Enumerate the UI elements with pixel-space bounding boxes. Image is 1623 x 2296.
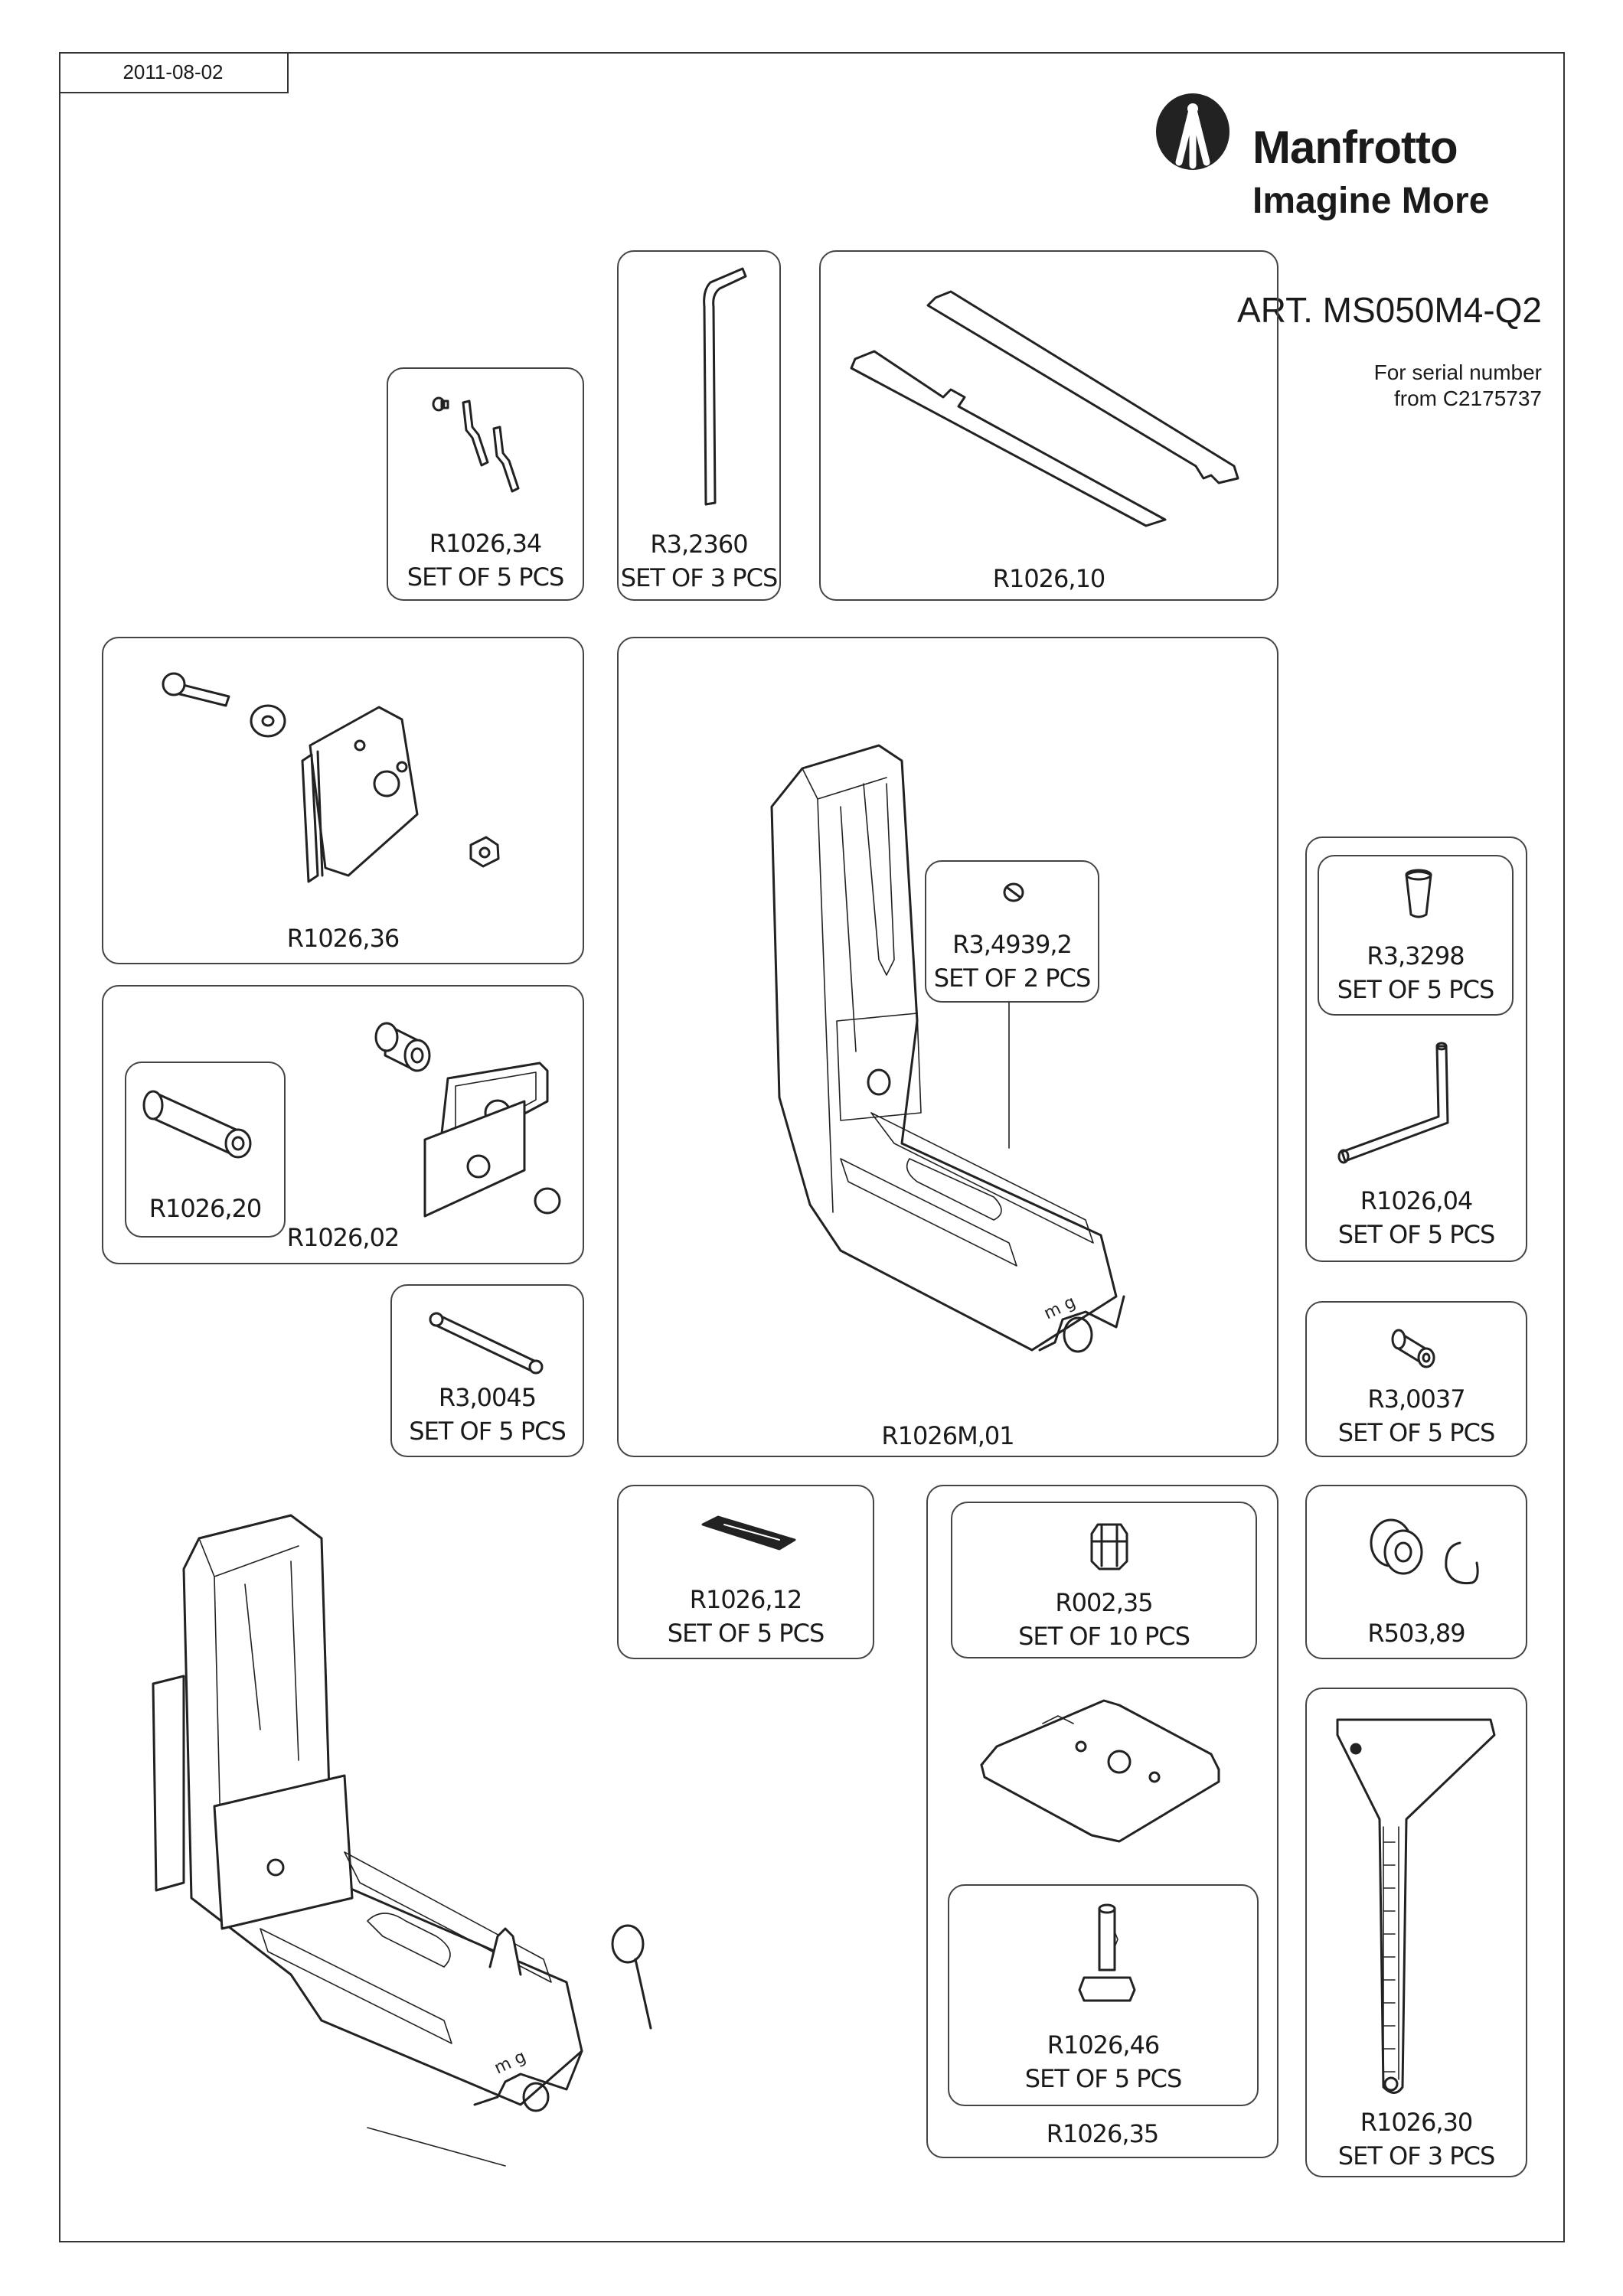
part-panel-r1026-20: R1026,20 — [125, 1062, 286, 1238]
part-panel-r3-4939-2: R3,4939,2 SET OF 2 PCS — [925, 860, 1099, 1003]
part-code: R1026M,01 — [881, 1421, 1014, 1450]
part-code: R1026,35 — [1046, 2119, 1160, 2148]
part-panel-r1026-02: R1026,20 R1026,02 — [102, 985, 584, 1264]
part-panel-r1026-35: R002,35 SET OF 10 PCS R1026,46 SET OF 5 … — [926, 1485, 1278, 2158]
pin-wrench-drawing — [1337, 1042, 1449, 1164]
part-code: R1026,34 — [429, 529, 543, 558]
part-panel-r503-89: R503,89 — [1305, 1485, 1527, 1659]
part-code: R3,4939,2 — [952, 930, 1073, 959]
part-panel-r1026-36: R1026,36 — [102, 637, 584, 964]
rubber-foot-drawing — [1405, 869, 1432, 918]
screw-and-clip-drawing — [432, 396, 520, 493]
part-panel-r3-0045: R3,0045 SET OF 5 PCS — [390, 1284, 584, 1457]
part-code: R3,3298 — [1367, 941, 1465, 970]
leader-line — [1008, 1002, 1010, 1149]
serial-line-2: from C2175737 — [1393, 386, 1542, 410]
part-panel-r3-2360: R3,2360 SET OF 3 PCS — [617, 250, 781, 601]
part-qty: SET OF 2 PCS — [933, 964, 1092, 993]
grub-screw-drawing — [1003, 882, 1024, 902]
ruler-gauge-drawing — [1336, 1718, 1496, 2094]
part-qty: SET OF 3 PCS — [1337, 2141, 1496, 2170]
part-panel-r002-35: R002,35 SET OF 10 PCS — [951, 1502, 1257, 1658]
part-qty: SET OF 5 PCS — [407, 563, 565, 592]
spacer-tube-drawing — [142, 1090, 252, 1159]
serial-line-1: For serial number — [1373, 360, 1542, 384]
l-bracket-drawing: m g — [770, 744, 1125, 1353]
label-sticker-drawing — [701, 1515, 796, 1551]
part-code: R3,0045 — [438, 1383, 537, 1412]
part-code: R1026,20 — [149, 1194, 263, 1223]
part-qty: SET OF 5 PCS — [1337, 975, 1495, 1004]
page-frame — [59, 52, 1565, 2242]
part-qty: SET OF 5 PCS — [1337, 1220, 1496, 1249]
part-panel-r1026-30: R1026,30 SET OF 3 PCS — [1305, 1688, 1527, 2177]
pin-drawing — [429, 1312, 544, 1375]
part-panel-r1026m-01: m g R3,4939,2 SET OF 2 PCS R1026M,01 — [617, 637, 1278, 1457]
part-qty: SET OF 5 PCS — [667, 1619, 825, 1648]
part-panel-r3-0037: R3,0037 SET OF 5 PCS — [1305, 1301, 1527, 1457]
part-code: R1026,36 — [286, 924, 400, 953]
manfrotto-logo-icon — [1156, 93, 1229, 170]
part-panel-r1026-12: R1026,12 SET OF 5 PCS — [617, 1485, 874, 1659]
part-qty: SET OF 5 PCS — [1024, 2064, 1183, 2093]
part-panel-r1026-10: R1026,10 — [819, 250, 1278, 601]
serial-note: For serial number from C2175737 — [1374, 360, 1542, 412]
part-qty: SET OF 5 PCS — [409, 1417, 567, 1446]
ring-and-circlip-drawing — [1370, 1518, 1479, 1585]
part-code: R1026,12 — [689, 1585, 803, 1614]
shim-strips-drawing — [850, 290, 1239, 527]
part-code: R002,35 — [1055, 1588, 1153, 1617]
rubber-pad-kit-drawing — [374, 1022, 561, 1218]
part-panel-r1026-46: R1026,46 SET OF 5 PCS — [948, 1884, 1259, 2106]
part-panel-r1026-34: R1026,34 SET OF 5 PCS — [387, 367, 584, 601]
part-qty: SET OF 10 PCS — [1018, 1622, 1190, 1651]
part-panel-r3-3298: R3,3298 SET OF 5 PCS — [1318, 855, 1514, 1016]
knob-nut-drawing — [1090, 1523, 1128, 1570]
part-code: R3,2360 — [650, 530, 748, 559]
screw-drawing — [1078, 1903, 1136, 2002]
brand-name: Manfrotto — [1252, 122, 1458, 173]
part-code: R1026,02 — [286, 1223, 400, 1252]
part-code: R1026,30 — [1360, 2108, 1474, 2137]
brand-tagline: Imagine More — [1252, 181, 1490, 221]
part-panel-group-r3-3298-r1026-04: R3,3298 SET OF 5 PCS R1026,04 SET OF 5 P… — [1305, 837, 1527, 1262]
part-code: R1026,10 — [992, 564, 1106, 593]
article-number: ART. MS050M4-Q2 — [1237, 290, 1542, 330]
part-code: R1026,04 — [1360, 1186, 1474, 1215]
part-code: R503,89 — [1367, 1619, 1465, 1648]
plate-kit-drawing — [162, 672, 500, 883]
part-qty: SET OF 5 PCS — [1337, 1418, 1496, 1447]
assembled-bracket-drawing: m g — [152, 1514, 652, 2167]
bushing-drawing — [1391, 1329, 1435, 1368]
hex-key-drawing — [703, 267, 747, 506]
quick-release-plate-drawing — [980, 1699, 1220, 1843]
part-code: R3,0037 — [1367, 1384, 1465, 1414]
part-code: R1026,46 — [1047, 2030, 1161, 2060]
date-box: 2011-08-02 — [59, 52, 289, 93]
part-qty: SET OF 3 PCS — [620, 563, 779, 592]
